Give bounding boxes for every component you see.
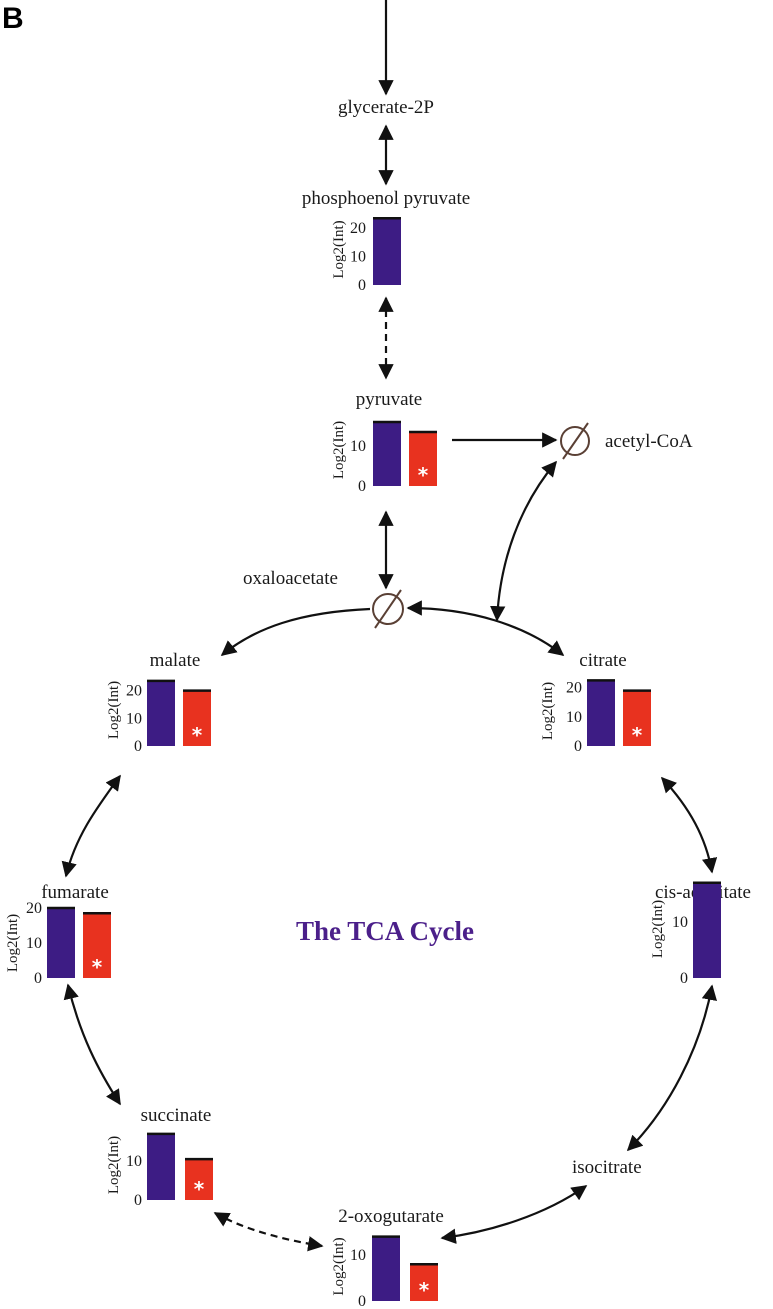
arrow-isocitrate-oxoglutarate <box>440 1185 588 1244</box>
label-fumarate: fumarate <box>41 882 109 903</box>
tick-label: 10 <box>350 1247 366 1264</box>
label-isocitrate: isocitrate <box>572 1157 642 1178</box>
significance-star: * <box>632 723 643 747</box>
tick-label: 20 <box>350 220 366 237</box>
arrow-malate-fumarate <box>61 774 121 878</box>
bar-control-oxoglutarate <box>372 1236 400 1301</box>
tick-label: 10 <box>566 709 582 726</box>
bar-control-pep <box>373 218 401 285</box>
y-axis-label: Log2(Int) <box>331 421 347 479</box>
chart-cis-aconitate: cis-aconitateLog2(Int)010 <box>650 881 751 987</box>
label-pyruvate: pyruvate <box>356 389 422 410</box>
label-oxoglutarate: 2-oxogutarate <box>338 1206 444 1227</box>
arrow-citrate-cisaconitate <box>660 776 718 874</box>
diagram-title: The TCA Cycle <box>296 916 474 946</box>
label-pep: phosphoenol pyruvate <box>302 188 470 209</box>
y-axis-label: Log2(Int) <box>331 220 347 278</box>
bar-control-citrate <box>587 680 615 746</box>
panel-label: B <box>2 2 24 35</box>
bar-treated-fumarate <box>83 913 111 978</box>
y-axis-label: Log2(Int) <box>5 914 21 972</box>
bar-treated-succinate <box>185 1159 213 1200</box>
label-malate: malate <box>150 650 201 671</box>
significance-star: * <box>92 955 103 979</box>
arrow-succinate-oxoglutarate <box>213 1212 324 1252</box>
empty-set-acetylcoa <box>560 422 590 460</box>
arrow-oxaloacetate-citrate <box>406 600 565 656</box>
significance-star: * <box>194 1177 205 1201</box>
arrow-fumarate-succinate <box>63 983 121 1106</box>
bar-control-malate <box>147 680 175 746</box>
y-axis-label: Log2(Int) <box>331 1237 347 1295</box>
label-citrate: citrate <box>579 650 626 671</box>
y-axis-label: Log2(Int) <box>650 900 666 958</box>
label-succinate: succinate <box>141 1105 212 1126</box>
bar-control-pyruvate <box>373 422 401 486</box>
reaction-arrows <box>61 0 718 1252</box>
arrow-cisaconitate-isocitrate <box>626 984 718 1152</box>
tick-label: 0 <box>680 970 688 987</box>
tick-label: 10 <box>350 249 366 266</box>
tick-label: 10 <box>126 1153 142 1170</box>
bar-control-cisaconitate <box>693 882 721 978</box>
label-acetyl-coa: acetyl-CoA <box>605 431 693 452</box>
bar-control-succinate <box>147 1133 175 1200</box>
bar-control-fumarate <box>47 908 75 978</box>
tick-label: 0 <box>358 478 366 495</box>
tick-label: 0 <box>358 1293 366 1309</box>
arrow-oxaloacetate-malate <box>220 607 371 656</box>
tick-label: 0 <box>134 738 142 755</box>
y-axis-label: Log2(Int) <box>106 681 122 739</box>
tick-label: 10 <box>672 914 688 931</box>
arrow-acetylcoa-cycle <box>490 460 557 622</box>
tick-label: 0 <box>358 277 366 294</box>
y-axis-label: Log2(Int) <box>540 682 556 740</box>
tick-label: 20 <box>26 900 42 917</box>
significance-star: * <box>418 463 429 487</box>
tick-label: 0 <box>134 1192 142 1209</box>
y-axis-label: Log2(Int) <box>106 1136 122 1194</box>
empty-set-oxaloacetate <box>372 589 404 629</box>
tick-label: 20 <box>566 680 582 697</box>
significance-star: * <box>419 1278 430 1302</box>
tick-label: 10 <box>126 710 142 727</box>
bar-treated-citrate <box>623 690 651 746</box>
tick-label: 10 <box>26 935 42 952</box>
bar-treated-malate <box>183 690 211 746</box>
tick-label: 20 <box>126 683 142 700</box>
label-oxaloacetate: oxaloacetate <box>243 568 338 589</box>
bar-treated-pyruvate <box>409 432 437 486</box>
significance-star: * <box>192 723 203 747</box>
tick-label: 0 <box>574 738 582 755</box>
bar-treated-oxoglutarate <box>410 1264 438 1301</box>
tick-label: 0 <box>34 970 42 987</box>
tick-label: 10 <box>350 438 366 455</box>
label-glycerate-2p: glycerate-2P <box>338 97 434 118</box>
